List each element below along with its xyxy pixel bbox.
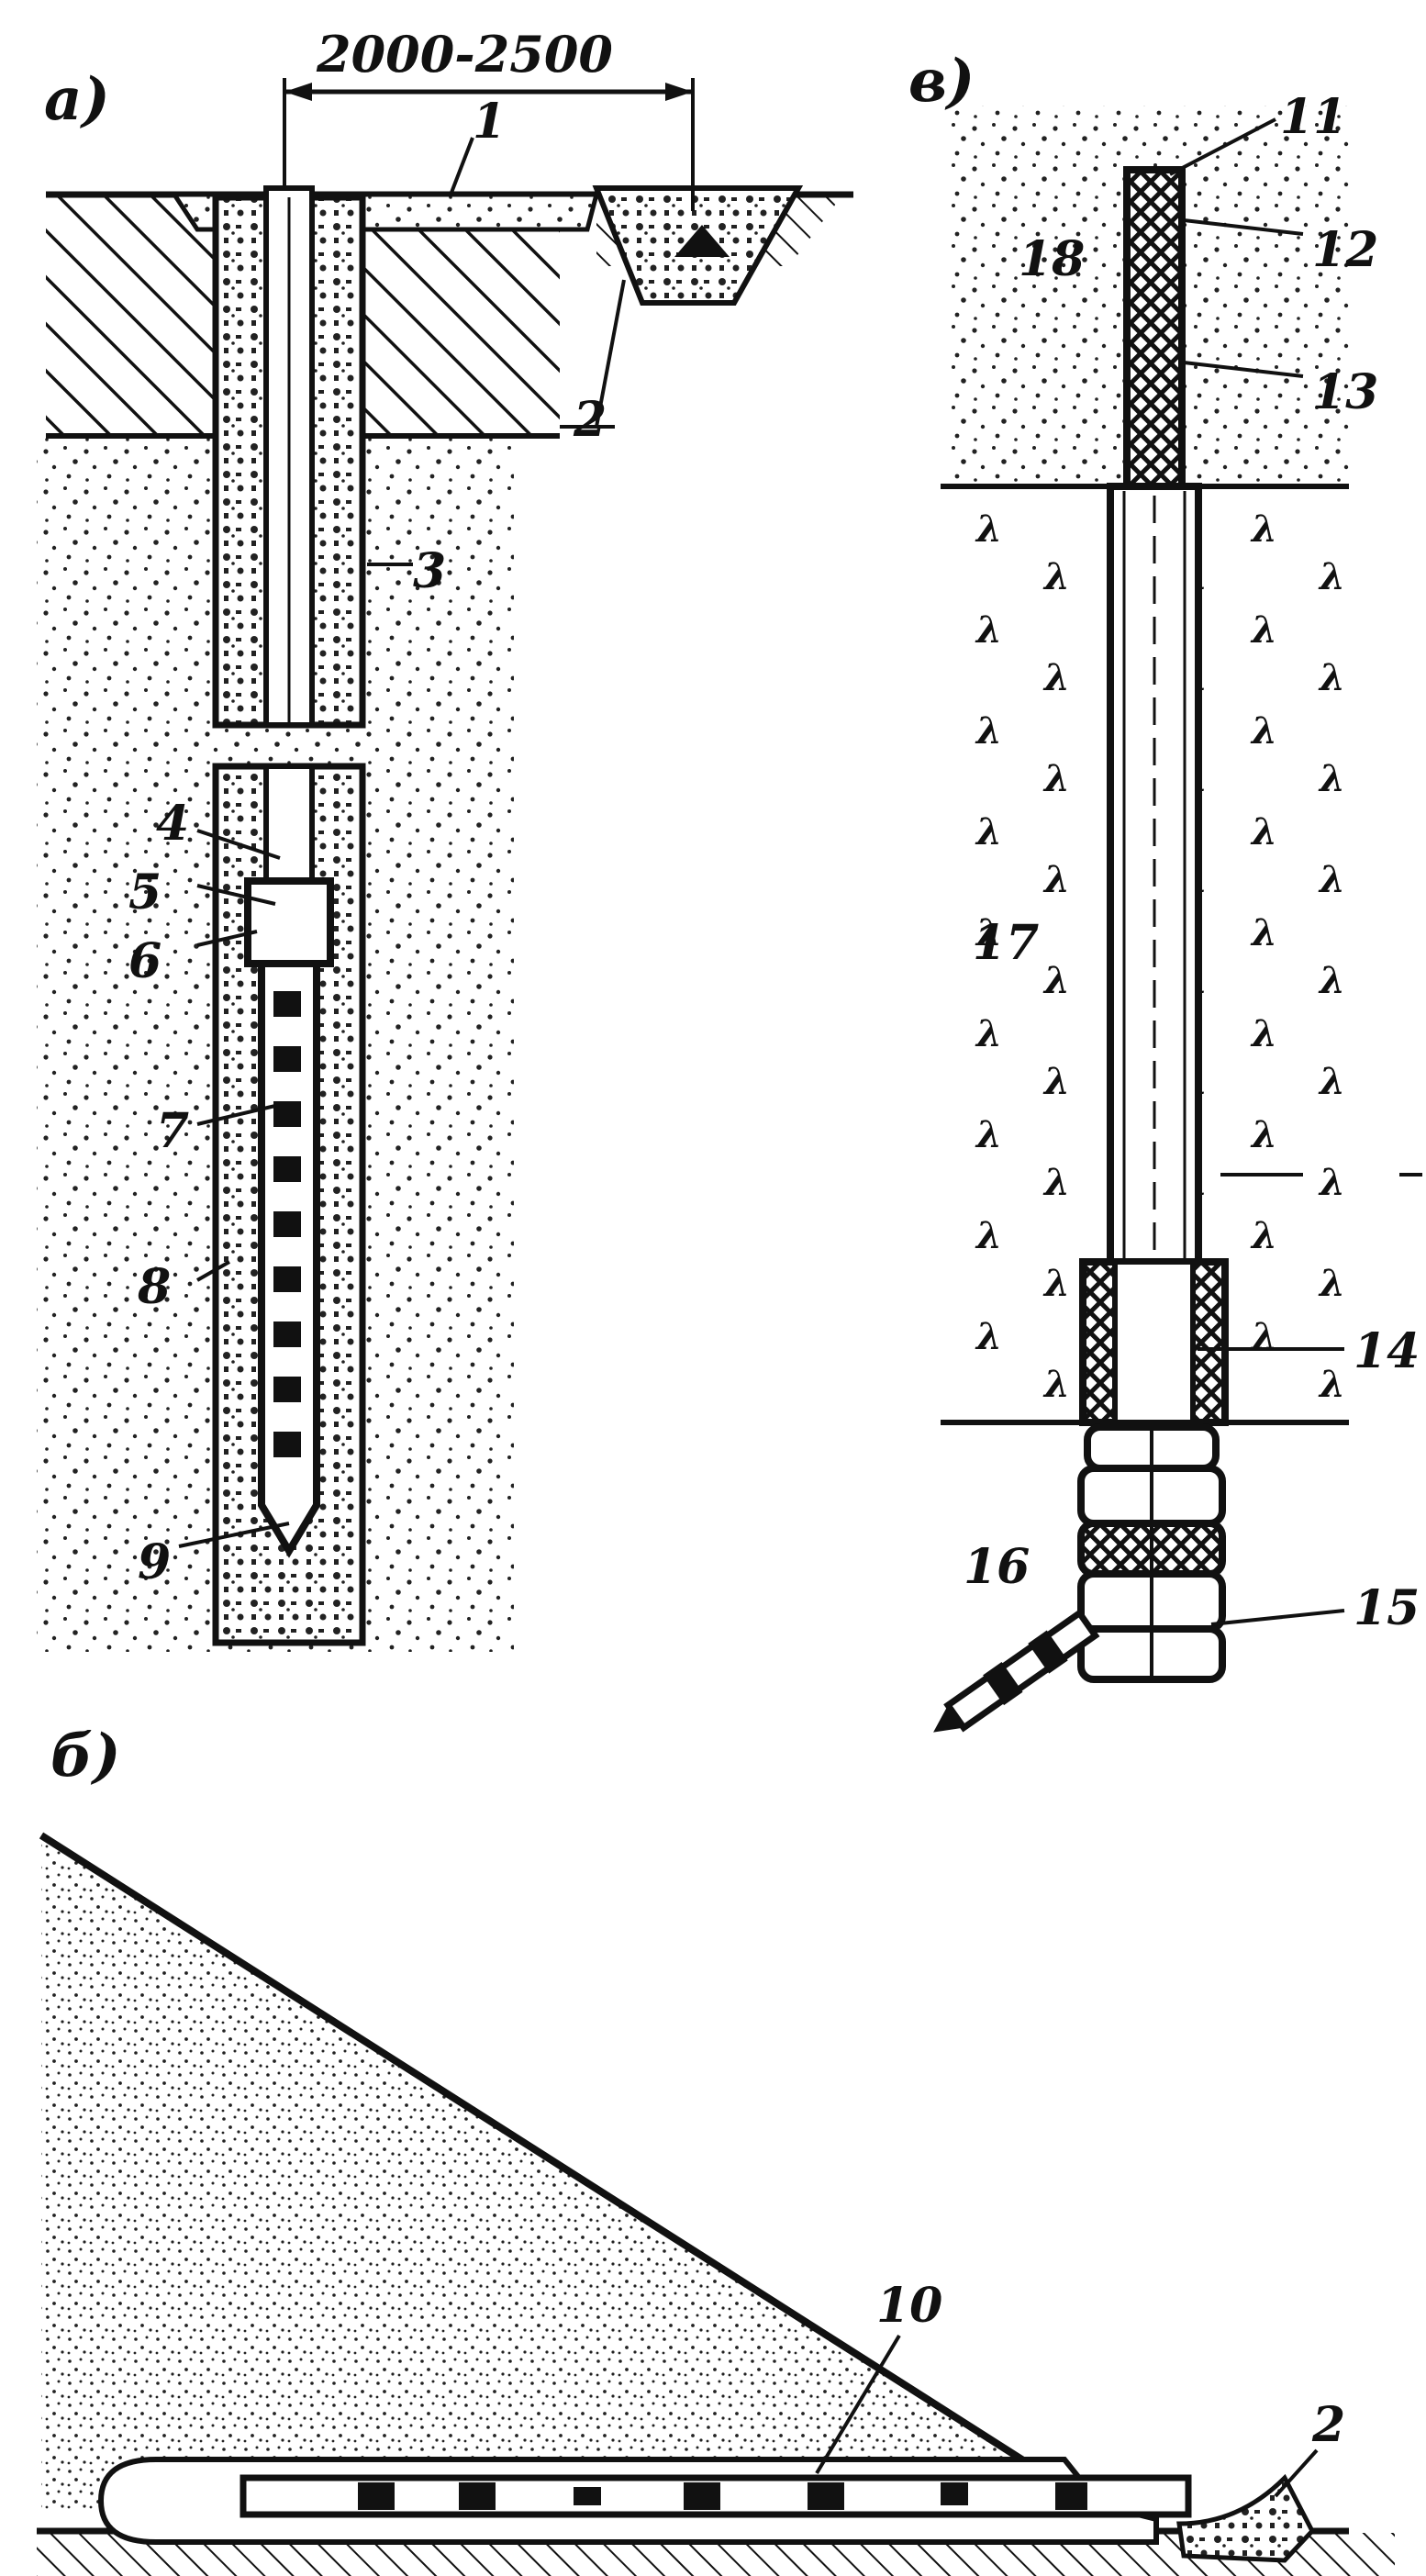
panel-label-a: а) (44, 65, 110, 134)
joint-sleeve (244, 877, 334, 967)
label-1: 1 (473, 94, 506, 150)
panel-label-v: в) (908, 47, 975, 116)
label-6: 6 (128, 933, 162, 989)
label-2-b: 2 (1311, 2397, 1345, 2453)
label-10: 10 (876, 2278, 942, 2334)
label-15: 15 (1354, 1580, 1420, 1636)
drain-pipe-icon (674, 225, 730, 257)
label-16: 16 (964, 1539, 1030, 1595)
leader-lines-b (815, 2334, 1319, 2498)
panel-b: б) 10 2 (37, 1722, 1395, 2576)
drain-trench-b (1176, 2473, 1316, 2563)
panel-label-b: б) (50, 1722, 121, 1790)
riser-pipe (263, 764, 315, 902)
label-17: 17 (973, 915, 1039, 971)
sleeve-14-inner (1112, 1259, 1196, 1425)
filter-perforations (273, 991, 301, 1457)
label-12: 12 (1312, 222, 1378, 278)
dimension-label: 2000-2500 (316, 25, 613, 84)
dimension-line (283, 78, 695, 211)
label-8: 8 (137, 1259, 171, 1315)
pipe-sections-15 (1077, 1423, 1226, 1683)
label-11: 11 (1280, 89, 1346, 145)
label-4: 4 (156, 796, 189, 852)
label-13: 13 (1312, 364, 1378, 420)
label-14: 14 (1354, 1323, 1420, 1379)
label-2: 2 (573, 392, 607, 448)
leader-lines-v (1169, 117, 1422, 1626)
label-5: 5 (128, 864, 162, 920)
label-18: 18 (1019, 231, 1085, 287)
drain-perforations (358, 2482, 1087, 2510)
panel-a: а) 2000-2500 1 2 3 4 5 6 7 8 9 (37, 25, 853, 1652)
label-9: 9 (138, 1534, 171, 1590)
leader-lines-a (178, 137, 626, 1548)
well-pipe-upper (1123, 166, 1186, 490)
label-3: 3 (413, 543, 446, 599)
label-7: 7 (156, 1103, 189, 1159)
panel-v: в) 11 12 13 14 15 16 17 18 (908, 47, 1422, 1733)
jet-nozzle (933, 1608, 1100, 1733)
